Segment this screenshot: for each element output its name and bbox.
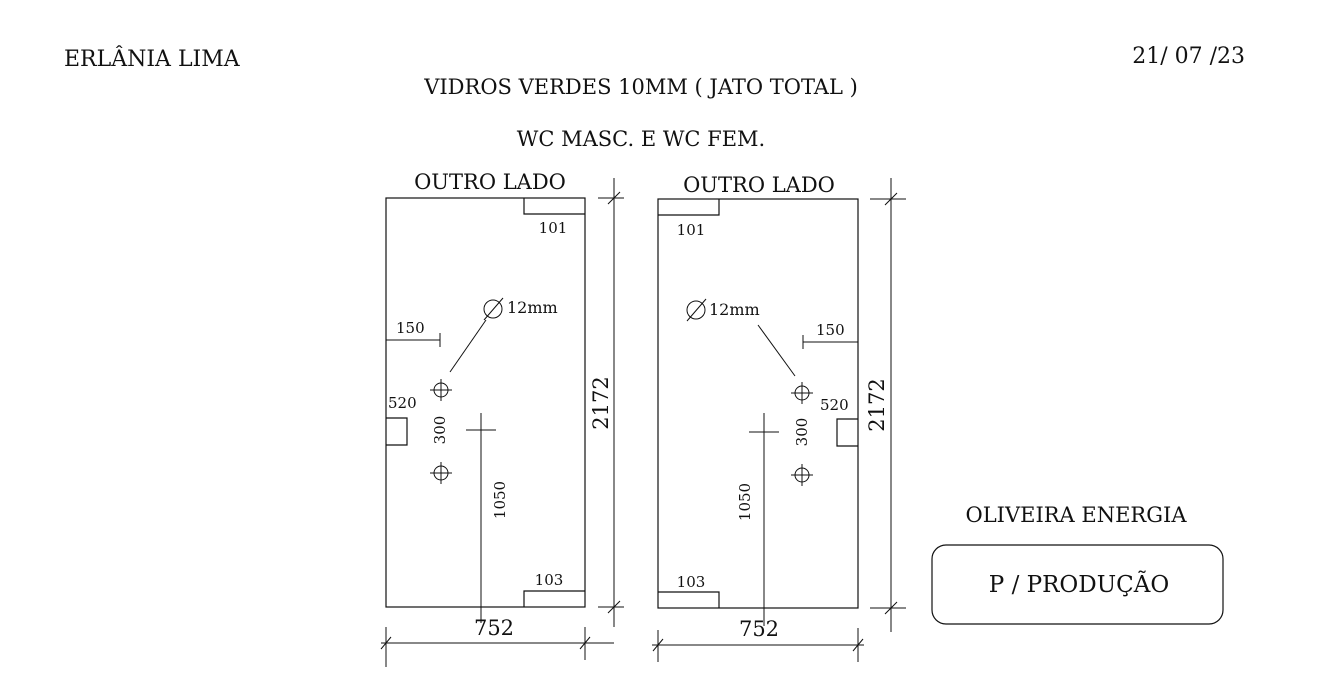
hole-upper-right <box>791 382 813 404</box>
width-dim-line-left <box>380 627 614 667</box>
lock-cutout-right <box>836 418 858 447</box>
panel-outline-left <box>385 197 586 608</box>
lock-cutout-left <box>386 417 408 446</box>
lock-cutout-label-right: 520 <box>820 396 849 414</box>
glass-panel-right: OUTRO LADO 101 103 150 12mm 300 <box>652 173 906 662</box>
hole-offset-label-right: 150 <box>816 321 845 339</box>
hole-offset-line-right <box>802 335 858 349</box>
top-notch-label-right: 101 <box>677 221 706 239</box>
company-name: OLIVEIRA ENERGIA <box>966 503 1188 527</box>
height-dim-line-left <box>598 178 624 627</box>
hole-offset-line-left <box>386 333 441 347</box>
height-dim-label-right: 2172 <box>865 378 889 431</box>
top-notch-left <box>523 198 585 215</box>
top-notch-label-left: 101 <box>539 219 568 237</box>
hole-diameter-label-left: 12mm <box>507 298 558 317</box>
production-stamp-label: P / PRODUÇÃO <box>989 570 1169 598</box>
handle-height-line-left <box>466 413 496 623</box>
width-dim-label-right: 752 <box>739 617 779 641</box>
bottom-notch-label-right: 103 <box>677 573 706 591</box>
width-dim-label-left: 752 <box>474 616 514 640</box>
production-stamp-box <box>931 544 1224 625</box>
panel-outline-right <box>657 198 859 609</box>
lock-cutout-label-left: 520 <box>388 394 417 412</box>
top-notch-right <box>658 199 720 216</box>
drawing-title: VIDROS VERDES 10MM ( JATO TOTAL ) <box>423 75 858 99</box>
other-side-label-right: OUTRO LADO <box>683 173 835 197</box>
bottom-notch-label-left: 103 <box>535 571 564 589</box>
hole-lower-left <box>430 462 452 484</box>
handle-height-label-left: 1050 <box>491 481 509 519</box>
height-dim-line-right <box>870 178 906 632</box>
glass-panel-left: OUTRO LADO 101 103 150 12mm 300 <box>380 170 624 667</box>
other-side-label-left: OUTRO LADO <box>414 170 566 194</box>
diameter-symbol-left <box>483 297 504 321</box>
handle-height-line-right <box>749 413 779 626</box>
hole-diameter-label-right: 12mm <box>709 300 760 319</box>
height-dim-label-left: 2172 <box>589 376 613 429</box>
drawing-date: 21/ 07 /23 <box>1132 44 1245 69</box>
hole-upper-left <box>430 379 452 401</box>
width-dim-line-right <box>652 628 864 662</box>
hole-spacing-label-right: 300 <box>793 418 811 447</box>
hole-offset-label-left: 150 <box>396 319 425 337</box>
bottom-notch-right <box>658 591 720 608</box>
drawing-subtitle: WC MASC. E WC FEM. <box>517 127 765 151</box>
client-name: ERLÂNIA LIMA <box>64 45 241 72</box>
diameter-leader-left <box>449 319 487 373</box>
hole-spacing-label-left: 300 <box>431 416 449 445</box>
bottom-notch-left <box>523 590 585 607</box>
diameter-symbol-right <box>686 298 707 322</box>
hole-lower-right <box>791 464 813 486</box>
diameter-leader-right <box>757 324 796 377</box>
handle-height-label-right: 1050 <box>736 483 754 521</box>
